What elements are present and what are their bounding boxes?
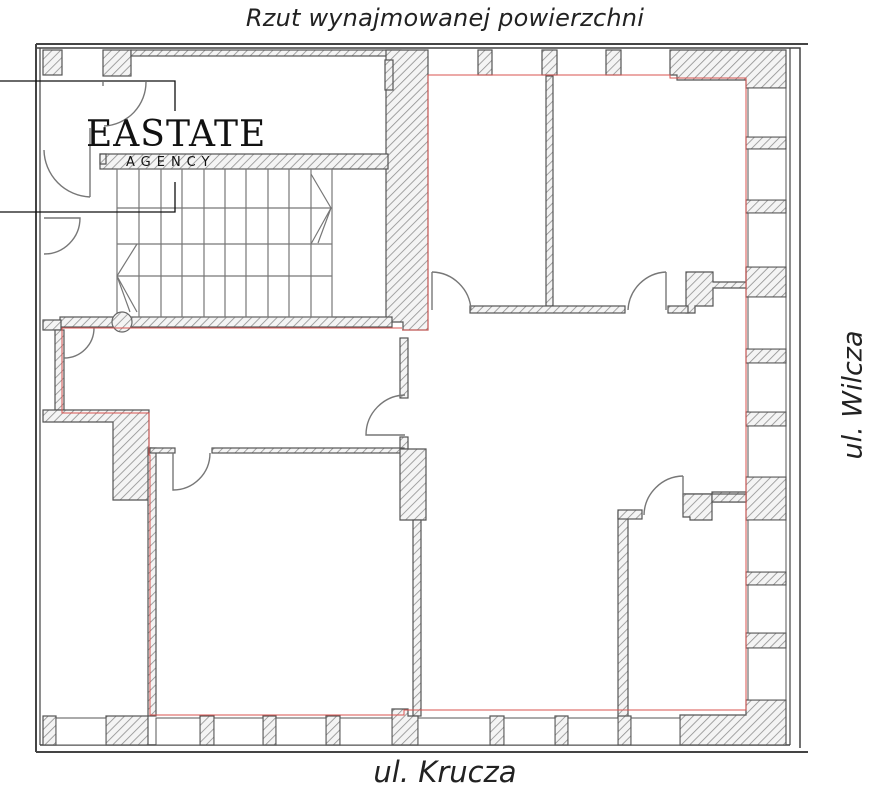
- doors: [43, 81, 684, 516]
- plan-title: Rzut wynajmowanej powierzchni: [245, 4, 645, 32]
- windows: [55, 87, 787, 746]
- street-label-right: ul. Wilcza: [837, 330, 869, 460]
- logo-wordmark: EASTATE: [86, 114, 267, 155]
- walls: [42, 49, 787, 746]
- logo-tagline: AGENCY: [126, 155, 216, 170]
- street-label-bottom: ul. Krucza: [373, 755, 517, 789]
- staircase: [111, 168, 333, 333]
- logo-frame: [0, 80, 176, 213]
- rented-area-outline: [61, 74, 747, 716]
